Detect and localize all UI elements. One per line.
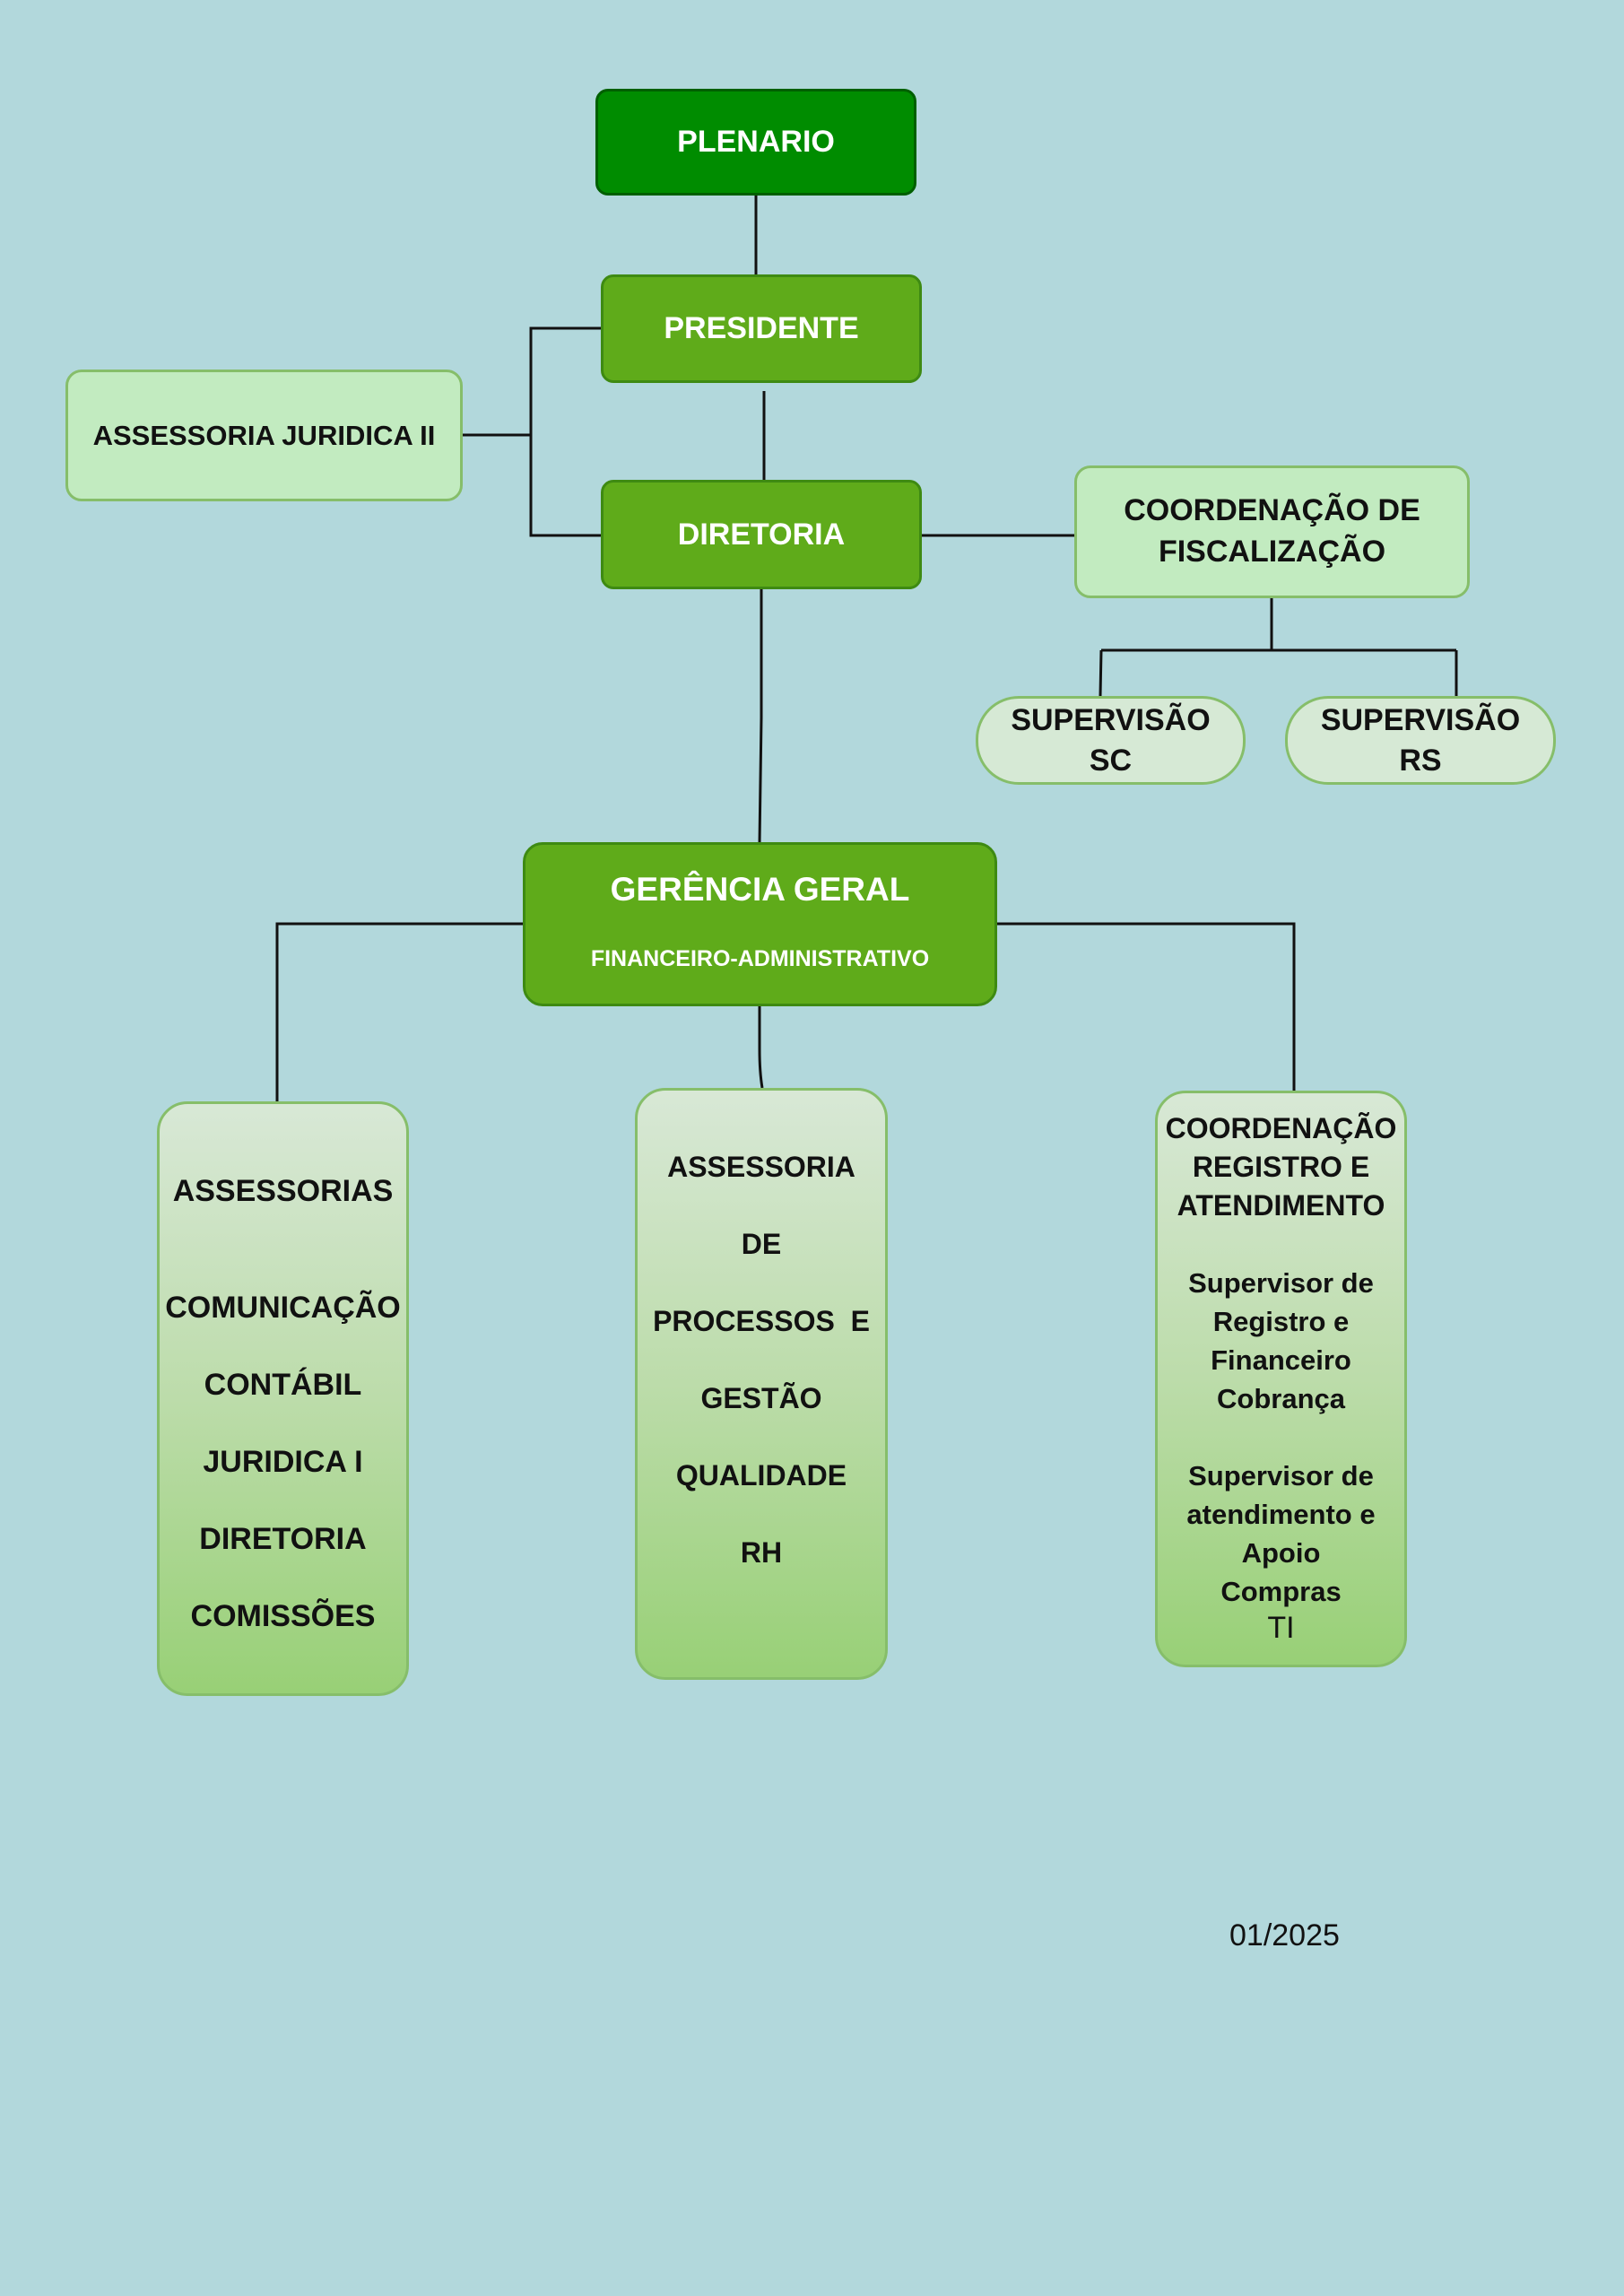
supervisor-atendimento-line: Supervisor de: [1188, 1460, 1374, 1492]
diretoria-box: DIRETORIA: [601, 480, 922, 589]
assessoria-processos-line: PROCESSOS E: [653, 1305, 870, 1337]
footer-date: 01/2025: [1229, 1918, 1340, 1952]
line-gerencia-coordenacao-registro: [996, 922, 1296, 1100]
plenario-label: PLENARIO: [677, 125, 835, 159]
coordenacao-fiscalizacao-line-1: COORDENAÇÃO DE: [1124, 493, 1420, 528]
coordenacao-registro-ti: TI: [1267, 1611, 1295, 1645]
supervisor-registro-line: Cobrança: [1217, 1383, 1345, 1414]
gerencia-geral-box: GERÊNCIA GERAL FINANCEIRO-ADMINISTRATIVO: [523, 842, 997, 1006]
assessoria-juridica-ii-label: ASSESSORIA JURIDICA II: [92, 419, 436, 451]
assessoria-processos-line: GESTÃO: [700, 1382, 822, 1414]
assessorias-item: DIRETORIA: [199, 1522, 367, 1556]
coordenacao-registro-title-line: ATENDIMENTO: [1177, 1189, 1385, 1222]
assessoria-processos-line: DE: [741, 1228, 782, 1260]
line-gerencia-assessoria-processos: [758, 1005, 764, 1089]
assessoria-processos-line: RH: [740, 1536, 783, 1569]
supervisao-rs-box: SUPERVISÃO RS: [1285, 696, 1556, 785]
assessorias-box: ASSESSORIAS COMUNICAÇÃO CONTÁBIL JURIDIC…: [157, 1101, 409, 1696]
presidente-box: PRESIDENTE: [601, 274, 922, 383]
supervisao-rs-line-2: RS: [1399, 743, 1442, 778]
presidente-label: PRESIDENTE: [664, 311, 859, 345]
coordenacao-registro-title-line: REGISTRO E: [1192, 1151, 1370, 1183]
supervisor-atendimento-line: Apoio: [1241, 1537, 1321, 1569]
supervisao-rs-line-1: SUPERVISÃO: [1320, 703, 1521, 738]
gerencia-geral-title: GERÊNCIA GERAL: [610, 871, 910, 908]
line-coordenacao-supervisoes: [1099, 597, 1458, 698]
coordenacao-fiscalizacao-line-2: FISCALIZAÇÃO: [1158, 535, 1386, 569]
assessoria-processos-line: ASSESSORIA: [667, 1151, 855, 1183]
assessoria-juridica-ii-box: ASSESSORIA JURIDICA II: [65, 370, 463, 501]
bracket-presidente-diretoria: [529, 326, 601, 537]
supervisao-sc-line-1: SUPERVISÃO: [1011, 703, 1211, 738]
supervisor-registro-line: Financeiro: [1211, 1344, 1351, 1376]
supervisor-registro-line: Supervisor de: [1188, 1267, 1374, 1299]
supervisor-registro-line: Registro e: [1212, 1306, 1350, 1337]
assessorias-item: CONTÁBIL: [204, 1368, 362, 1402]
supervisor-atendimento-line: atendimento e: [1186, 1499, 1376, 1530]
coordenacao-registro-box: COORDENAÇÃO REGISTRO E ATENDIMENTO Super…: [1155, 1091, 1407, 1667]
line-gerencia-assessorias: [275, 922, 524, 1103]
assessorias-title: ASSESSORIAS: [172, 1174, 394, 1208]
assessoria-processos-line: QUALIDADE: [675, 1459, 847, 1492]
coordenacao-fiscalizacao-box: COORDENAÇÃO DE FISCALIZAÇÃO: [1074, 465, 1470, 598]
diretoria-label: DIRETORIA: [677, 517, 846, 552]
supervisor-atendimento-line: Compras: [1220, 1576, 1342, 1607]
supervisao-sc-line-2: SC: [1089, 743, 1133, 778]
assessorias-item: COMUNICAÇÃO: [165, 1291, 401, 1325]
plenario-box: PLENARIO: [595, 89, 916, 196]
assessorias-item: COMISSÕES: [190, 1599, 376, 1633]
assessoria-processos-box: ASSESSORIA DE PROCESSOS E GESTÃO QUALIDA…: [635, 1088, 888, 1680]
coordenacao-registro-title-line: COORDENAÇÃO: [1165, 1112, 1397, 1144]
assessorias-item: JURIDICA I: [203, 1445, 363, 1479]
supervisao-sc-box: SUPERVISÃO SC: [976, 696, 1246, 785]
gerencia-geral-subtitle: FINANCEIRO-ADMINISTRATIVO: [590, 946, 930, 971]
line-diretoria-gerencia: [758, 589, 763, 844]
